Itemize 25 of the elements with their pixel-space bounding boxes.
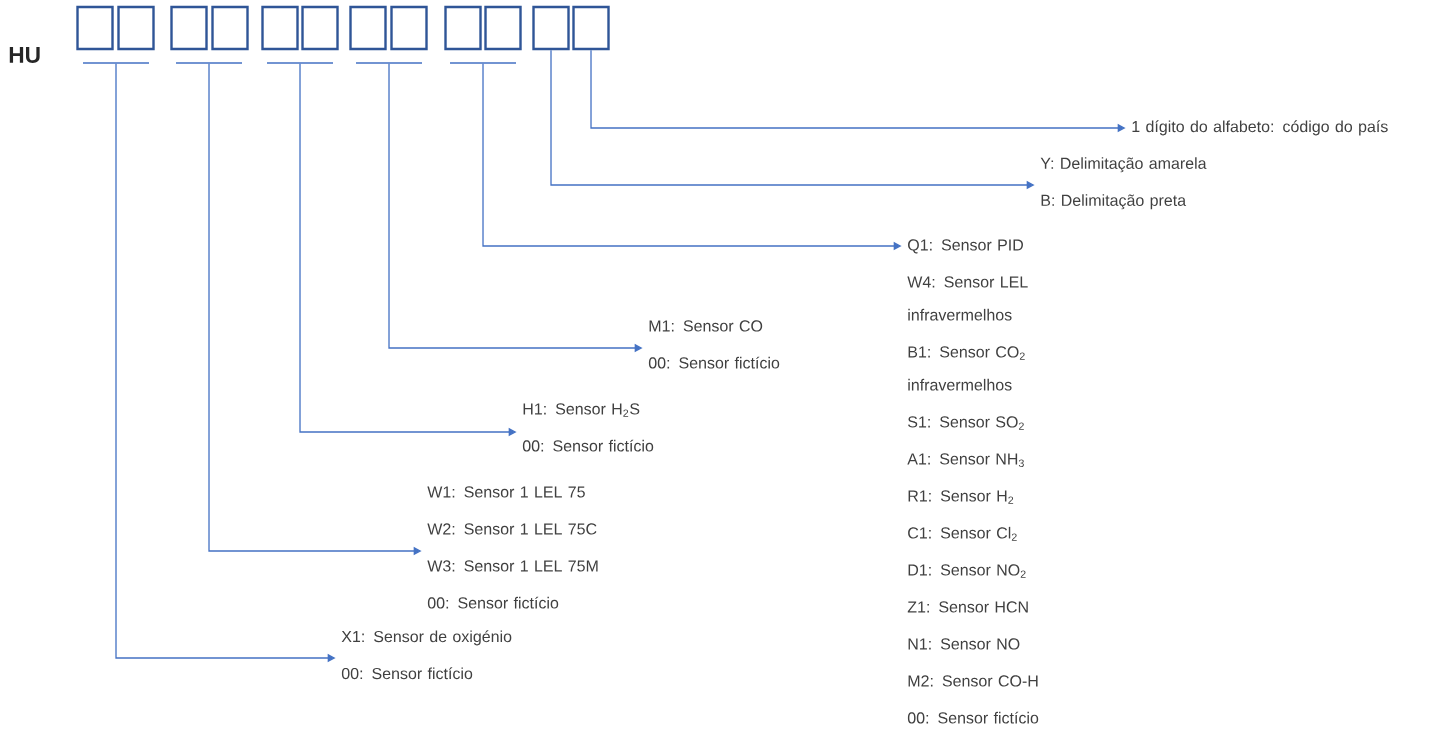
option-list: M1: Sensor CO 00: Sensor fictício bbox=[648, 320, 780, 369]
option-list: 1 dígito do alfabeto: código do país bbox=[1132, 120, 1388, 136]
code-box bbox=[170, 5, 208, 51]
code-box bbox=[301, 5, 339, 51]
code-box bbox=[349, 5, 387, 51]
code-box bbox=[572, 5, 610, 51]
underline-bar bbox=[82, 62, 150, 64]
code-prefix: HU bbox=[9, 47, 40, 63]
code-box bbox=[261, 5, 299, 51]
underline-bar bbox=[175, 62, 243, 64]
code-box bbox=[444, 5, 482, 51]
code-box bbox=[390, 5, 428, 51]
option-list: Y: Delimitação amarela B: Delimitação preta bbox=[1040, 157, 1207, 210]
option-list: X1: Sensor de oxigénio 00: Sensor fictício bbox=[341, 630, 512, 680]
underline-bar bbox=[449, 62, 517, 64]
option-list: Q1: Sensor PID W4: Sensor LEL infravermelhos B1: Sensor CO$_{2}$ infravermelhos S1: Sensor SO$_{2}$ A1: Sensor NH$_{3}$ R1: Sensor H$_{2}$ C1: Sensor Cl$_{2}$ D1: Sensor NO$_{2}$ Z1: Sensor HCN N1: Sensor NO M2: Sensor CO-H 00: Sensor fictício bbox=[907, 239, 1039, 724]
underline-bar bbox=[266, 62, 334, 64]
underline-bar bbox=[355, 62, 423, 64]
code-box bbox=[484, 5, 522, 51]
option-list: H1: Sensor H$_{2}$S 00: Sensor fictício bbox=[522, 403, 654, 452]
code-box bbox=[76, 5, 114, 51]
code-box bbox=[532, 5, 570, 51]
option-list: W1: Sensor 1 LEL 75 W2: Sensor 1 LEL 75C W3: Sensor 1 LEL 75M 00: Sensor fictício bbox=[427, 486, 598, 609]
code-box bbox=[211, 5, 249, 51]
code-box bbox=[117, 5, 155, 51]
